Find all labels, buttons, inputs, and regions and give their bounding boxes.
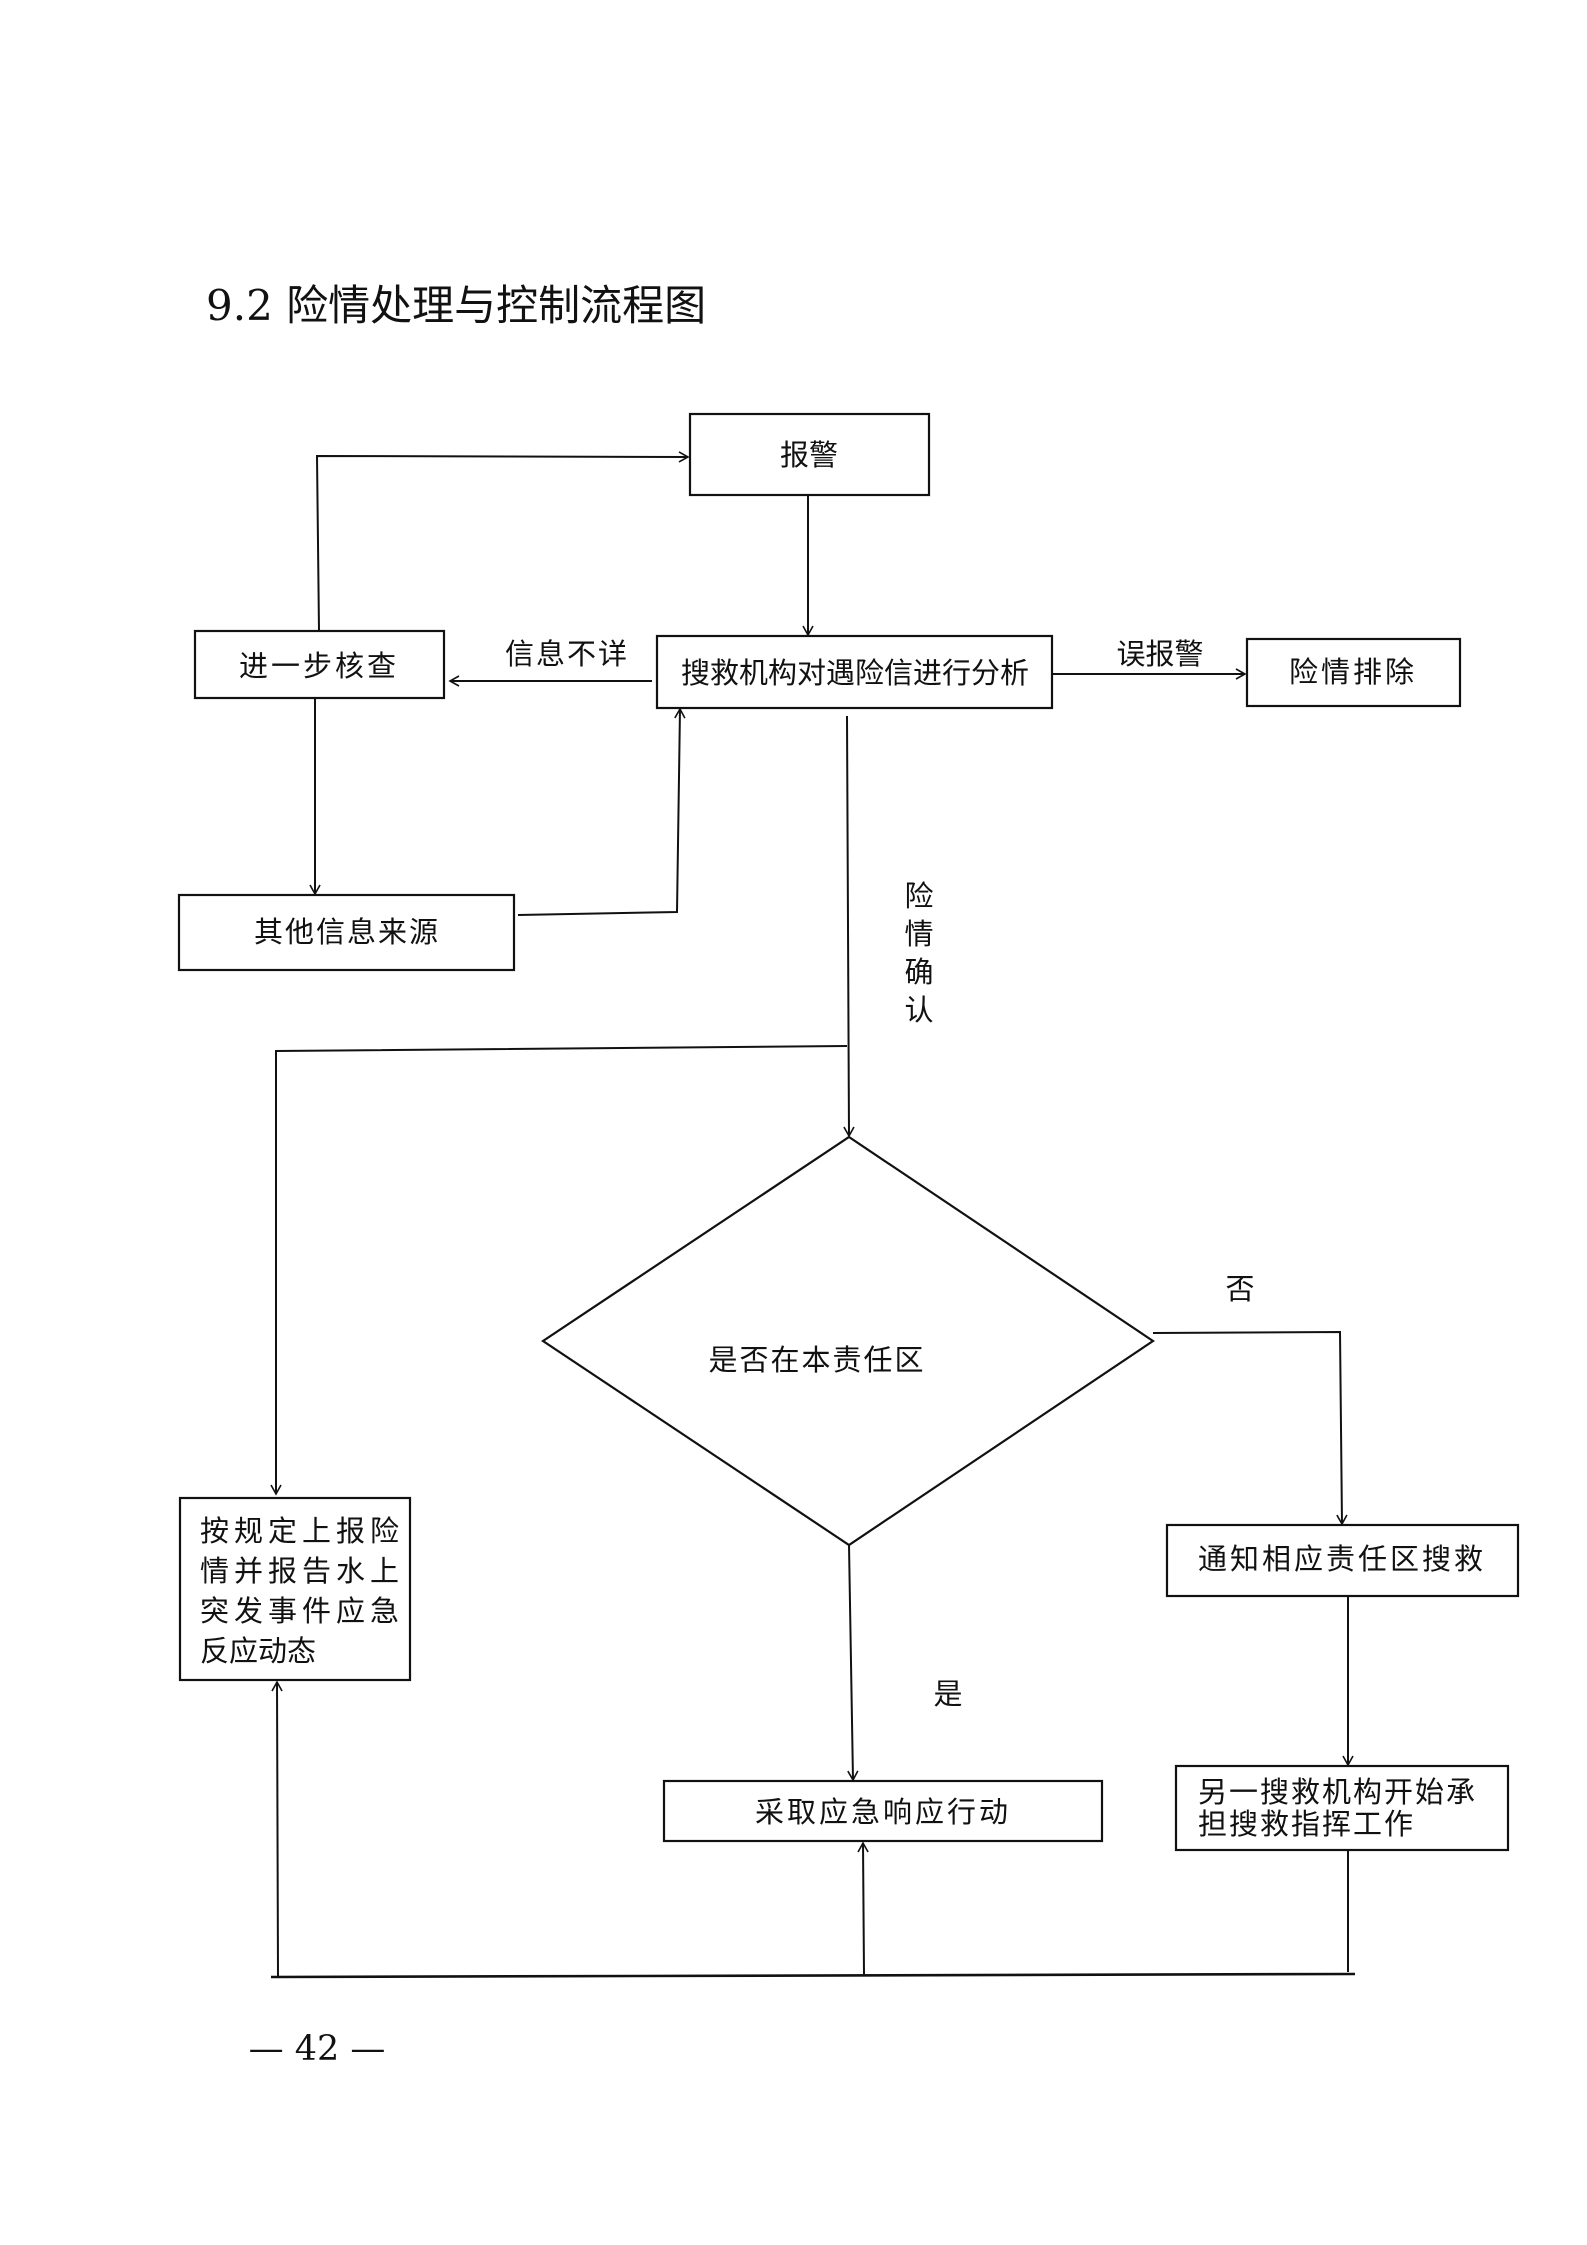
page-title: 9.2 险情处理与控制流程图 — [206, 281, 706, 330]
node-further-check-label: 进一步核查 — [239, 649, 399, 683]
node-alarm: 报警 — [688, 412, 931, 497]
connectors — [270, 451, 1356, 1979]
label-yes: 是 — [933, 1677, 962, 1711]
node-response-label: 采取应急响应行动 — [755, 1795, 1011, 1829]
node-other-agency-line: 担搜救指挥工作 — [1198, 1807, 1415, 1841]
node-further-check: 进一步核查 — [193, 629, 446, 700]
node-report-line: 反应动态 — [200, 1634, 316, 1668]
node-notify-label: 通知相应责任区搜救 — [1198, 1542, 1486, 1576]
node-other-sources-label: 其他信息来源 — [254, 915, 440, 949]
label-confirmed-char: 情 — [904, 917, 933, 951]
arrow-bus-to-response — [857, 1841, 869, 1976]
arrow-to-report — [270, 1045, 848, 1496]
label-confirmed-char: 确 — [904, 955, 933, 989]
node-decision: 是否在本责任区 — [541, 1135, 1155, 1547]
arrow-sources-to-analysis — [517, 707, 686, 916]
node-response: 采取应急响应行动 — [662, 1779, 1104, 1843]
label-confirmed-char: 认 — [904, 993, 933, 1027]
node-analysis-label: 搜救机构对遇险信进行分析 — [681, 656, 1029, 690]
node-decision-label: 是否在本责任区 — [708, 1343, 925, 1377]
line-bottom-bus — [270, 1972, 1356, 1979]
label-no: 否 — [1225, 1272, 1254, 1306]
page-number: — 42 — — [249, 2029, 386, 2069]
label-info-unclear: 信息不详 — [505, 637, 629, 671]
node-report-line: 情并报告水上 — [200, 1554, 404, 1588]
arrow-decision-yes — [847, 1544, 859, 1782]
node-alarm-label: 报警 — [780, 438, 838, 472]
node-other-agency: 另一搜救机构开始承 担搜救指挥工作 — [1174, 1764, 1510, 1852]
node-analysis: 搜救机构对遇险信进行分析 — [655, 634, 1054, 710]
arrow-check-to-alarm — [315, 451, 690, 632]
node-report: 按规定上报险 情并报告水上 突发事件应急 反应动态 — [178, 1496, 412, 1682]
node-report-line: 突发事件应急 — [200, 1594, 404, 1628]
node-other-sources: 其他信息来源 — [177, 893, 516, 972]
arrow-decision-no — [1152, 1330, 1348, 1526]
node-report-line: 按规定上报险 — [200, 1514, 404, 1548]
arrow-bus-to-report — [271, 1680, 283, 1978]
node-cleared: 险情排除 — [1245, 637, 1462, 708]
arrow-analysis-to-decision — [843, 715, 855, 1138]
label-false-alarm: 误报警 — [1116, 637, 1203, 671]
node-other-agency-line: 另一搜救机构开始承 — [1198, 1775, 1477, 1809]
node-notify: 通知相应责任区搜救 — [1165, 1523, 1520, 1598]
label-confirmed-char: 险 — [904, 879, 933, 913]
node-cleared-label: 险情排除 — [1289, 655, 1417, 689]
